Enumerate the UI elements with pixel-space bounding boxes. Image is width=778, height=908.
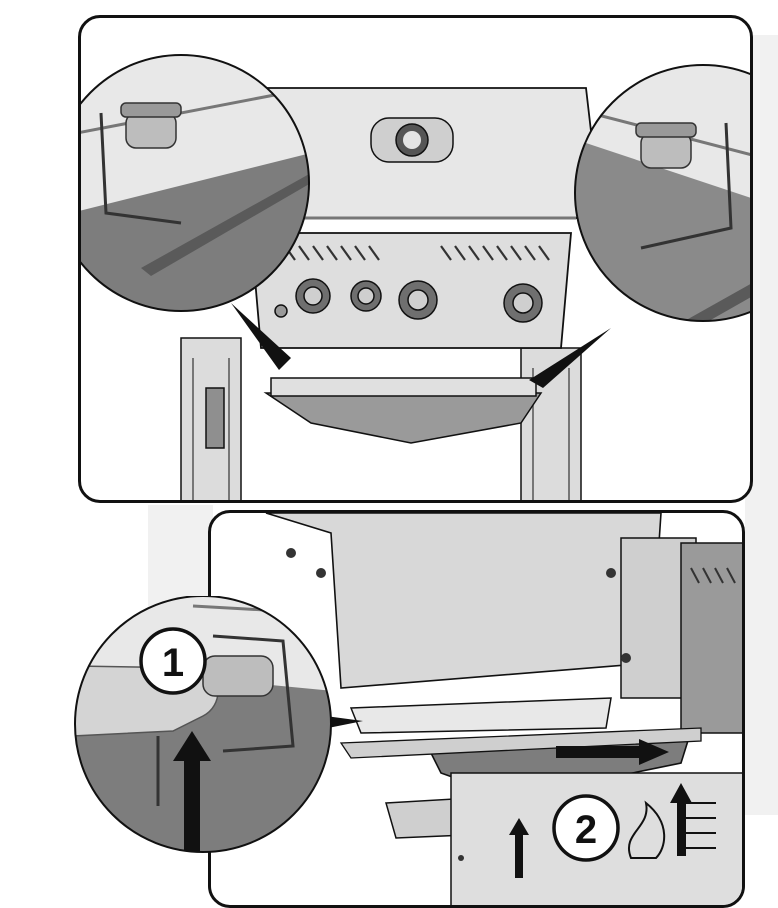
arrow-up-large-icon — [184, 756, 200, 852]
grill-front-illustration — [81, 54, 750, 500]
zoom-pointer-left — [231, 303, 291, 370]
step-1-label: 1 — [162, 641, 184, 685]
zoom-pointer-right — [529, 328, 611, 388]
drip-tray-funnel — [263, 392, 543, 444]
top-panel — [78, 15, 753, 503]
step-2-label: 2 — [575, 808, 597, 852]
grill-underside — [265, 513, 662, 689]
arrow-up-icon — [509, 818, 529, 878]
tray-rail — [349, 697, 612, 734]
control-knobs — [274, 278, 543, 323]
igniter-button — [274, 304, 288, 318]
arrow-right-icon — [556, 739, 669, 765]
drip-tray-install-illustration: 2 — [265, 513, 742, 905]
zoom-detail-left — [81, 54, 310, 312]
step-2-badge: 2 — [552, 794, 620, 862]
flame-logo-icon — [628, 800, 716, 859]
zoom-detail-right — [574, 64, 750, 322]
zoom-detail-step-1: 1 — [74, 596, 363, 853]
step-1-badge: 1 — [139, 627, 207, 695]
arrow-up-icon-2 — [670, 783, 692, 856]
thermometer-icon — [370, 117, 454, 163]
